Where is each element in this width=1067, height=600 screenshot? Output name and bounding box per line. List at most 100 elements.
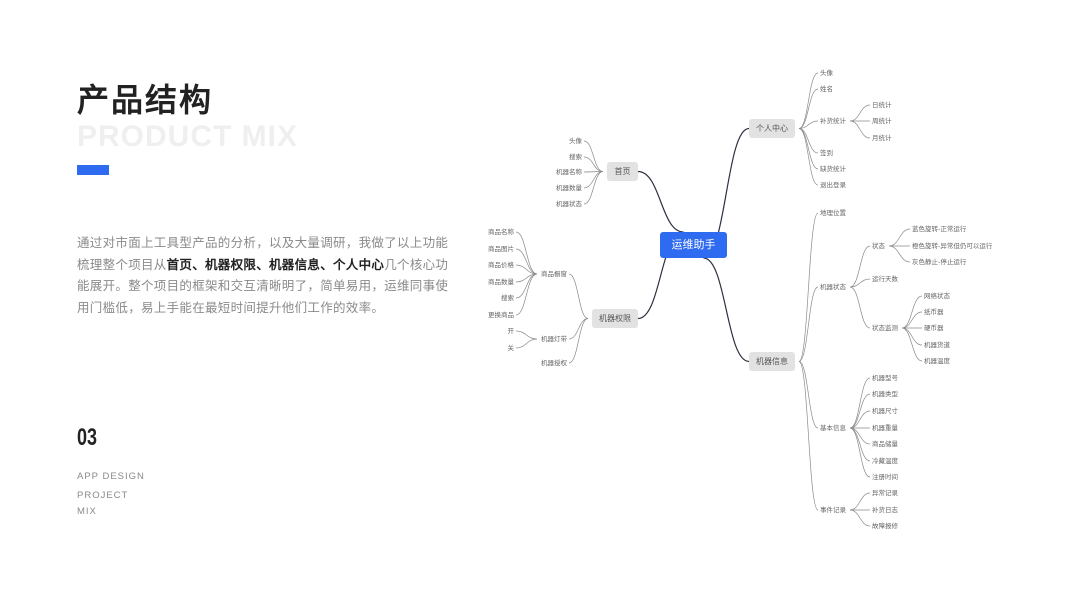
- connector-line: [849, 278, 871, 288]
- mindmap-node: 日统计: [872, 100, 892, 109]
- connector-line: [798, 88, 819, 129]
- connector-line: [888, 228, 911, 247]
- branch-node[interactable]: [749, 352, 795, 371]
- connector-line: [849, 393, 871, 429]
- connector-line: [849, 286, 871, 329]
- connector-line: [583, 171, 604, 205]
- connector-line: [515, 264, 538, 275]
- mindmap-node: 机器尺寸: [872, 406, 899, 415]
- connector-line: [849, 427, 871, 445]
- branch-node-label: 个人中心: [756, 123, 788, 133]
- mindmap-node: 开: [508, 327, 515, 335]
- branch-node[interactable]: [592, 309, 638, 328]
- connector-line: [901, 295, 923, 329]
- connector-line: [515, 248, 538, 275]
- mindmap-node: 机器状态: [556, 199, 583, 208]
- connector-line: [888, 245, 911, 263]
- root-node-label: 运维助手: [672, 237, 716, 251]
- mindmap-node: 月统计: [872, 133, 892, 142]
- mindmap-node: 纸币器: [924, 307, 944, 316]
- mindmap-node: 头像: [820, 68, 834, 77]
- mindmap-node: 商品储量: [872, 439, 899, 448]
- connector-line: [849, 492, 871, 511]
- description-text-2: 几个核心功能展开。整个项目的框架和交互清晰明了，简单易用，运维同事使用门槛低，易…: [77, 256, 449, 315]
- title-watermark: PRODUCT MIX: [77, 120, 298, 153]
- mindmap-node: 搜索: [501, 293, 515, 302]
- mindmap-node: 补货日志: [872, 505, 899, 514]
- connector-line: [798, 128, 819, 186]
- footer-line-1: APP DESIGN: [77, 471, 145, 482]
- connector-line: [798, 72, 819, 129]
- connector-line: [583, 140, 604, 172]
- connector-line: [901, 327, 923, 346]
- connector-line: [798, 361, 819, 511]
- mindmap-node: 机器温度: [924, 356, 951, 365]
- mindmap-node: 硬币器: [924, 324, 944, 332]
- description-text-1: 通过对市面上工具型产品的分析，以及大量调研，我做了以上功能梳理整个项目从: [77, 235, 449, 272]
- mindmap-node: 状态监测: [872, 323, 899, 332]
- connector-line: [515, 273, 538, 316]
- mindmap-node: 缺货统计: [820, 164, 847, 173]
- connector-line: [798, 361, 819, 429]
- branch-node[interactable]: [749, 119, 795, 138]
- connector-line: [798, 286, 819, 362]
- connector-line: [849, 410, 871, 429]
- connector-line: [703, 257, 750, 363]
- connector-line: [583, 171, 604, 189]
- mindmap-node: 机器型号: [872, 373, 899, 382]
- mindmap-node: 橙色旋转-异常但仍可以运行: [912, 241, 993, 250]
- connector-line: [568, 318, 589, 340]
- connector-line: [515, 330, 538, 340]
- mindmap-node: 事件记录: [820, 505, 847, 514]
- connector-line: [637, 170, 684, 233]
- footer-line-2: PROJECT: [77, 490, 129, 501]
- description: 通过对市面上工具型产品的分析，以及大量调研，我做了以上功能梳理整个项目从首页、机…: [77, 232, 449, 318]
- mindmap-node: 基本信息: [820, 423, 847, 432]
- mindmap-node: 蓝色旋转-正常运行: [912, 224, 967, 233]
- connector-line: [849, 377, 871, 429]
- connector-line: [901, 311, 923, 329]
- mindmap-node: 机器名称: [556, 167, 583, 176]
- connector-line: [849, 104, 871, 122]
- mindmap-node: 机器状态: [820, 282, 847, 291]
- mindmap-node: 补货统计: [820, 116, 847, 125]
- mindmap-node: 签到: [820, 148, 833, 157]
- mindmap-node: 运行天数: [872, 274, 899, 283]
- mindmap-node: 更换商品: [488, 310, 514, 319]
- mindmap-node: 周统计: [872, 116, 892, 125]
- page-title: 产品结构: [77, 81, 214, 119]
- mindmap-node: 冷藏温度: [872, 456, 899, 465]
- connector-line: [849, 245, 871, 288]
- mindmap-node: 搜索: [569, 152, 583, 161]
- mindmap-node: 机器灯带: [541, 334, 568, 343]
- connector-line: [798, 120, 819, 129]
- description-highlight: 首页、机器权限、机器信息、个人中心: [166, 256, 385, 272]
- mindmap-node: 姓名: [820, 84, 833, 93]
- branch-node[interactable]: [607, 162, 638, 181]
- branch-node-label: 首页: [615, 166, 631, 176]
- mindmap-node: 灰色静止-停止运行: [912, 257, 967, 266]
- branch-node-label: 机器权限: [599, 313, 631, 323]
- mindmap-node: 机器类型: [872, 389, 899, 398]
- mindmap-node: 头像: [569, 136, 583, 145]
- footer-line-3: MIX: [77, 506, 97, 517]
- mindmap-node: 故障报修: [872, 521, 899, 530]
- connector-line: [515, 231, 538, 275]
- connector-line: [515, 338, 538, 349]
- mindmap-node: 机器授权: [541, 358, 568, 367]
- branch-node-label: 机器信息: [756, 356, 788, 366]
- mindmap-node: 商品数量: [488, 277, 515, 286]
- mindmap-node: 商品名称: [488, 227, 515, 236]
- mindmap-node: 地理位置: [820, 208, 847, 217]
- section-number: 03: [77, 424, 98, 451]
- connector-line: [583, 156, 604, 172]
- root-node[interactable]: [660, 232, 727, 258]
- connector-line: [568, 318, 589, 364]
- connector-line: [849, 427, 871, 478]
- connector-line: [798, 212, 819, 362]
- connector-line: [849, 120, 871, 139]
- mindmap-node: 网络状态: [924, 291, 951, 300]
- mindmap-node: 机器货道: [924, 340, 951, 349]
- mindmap-node: 状态: [872, 241, 886, 250]
